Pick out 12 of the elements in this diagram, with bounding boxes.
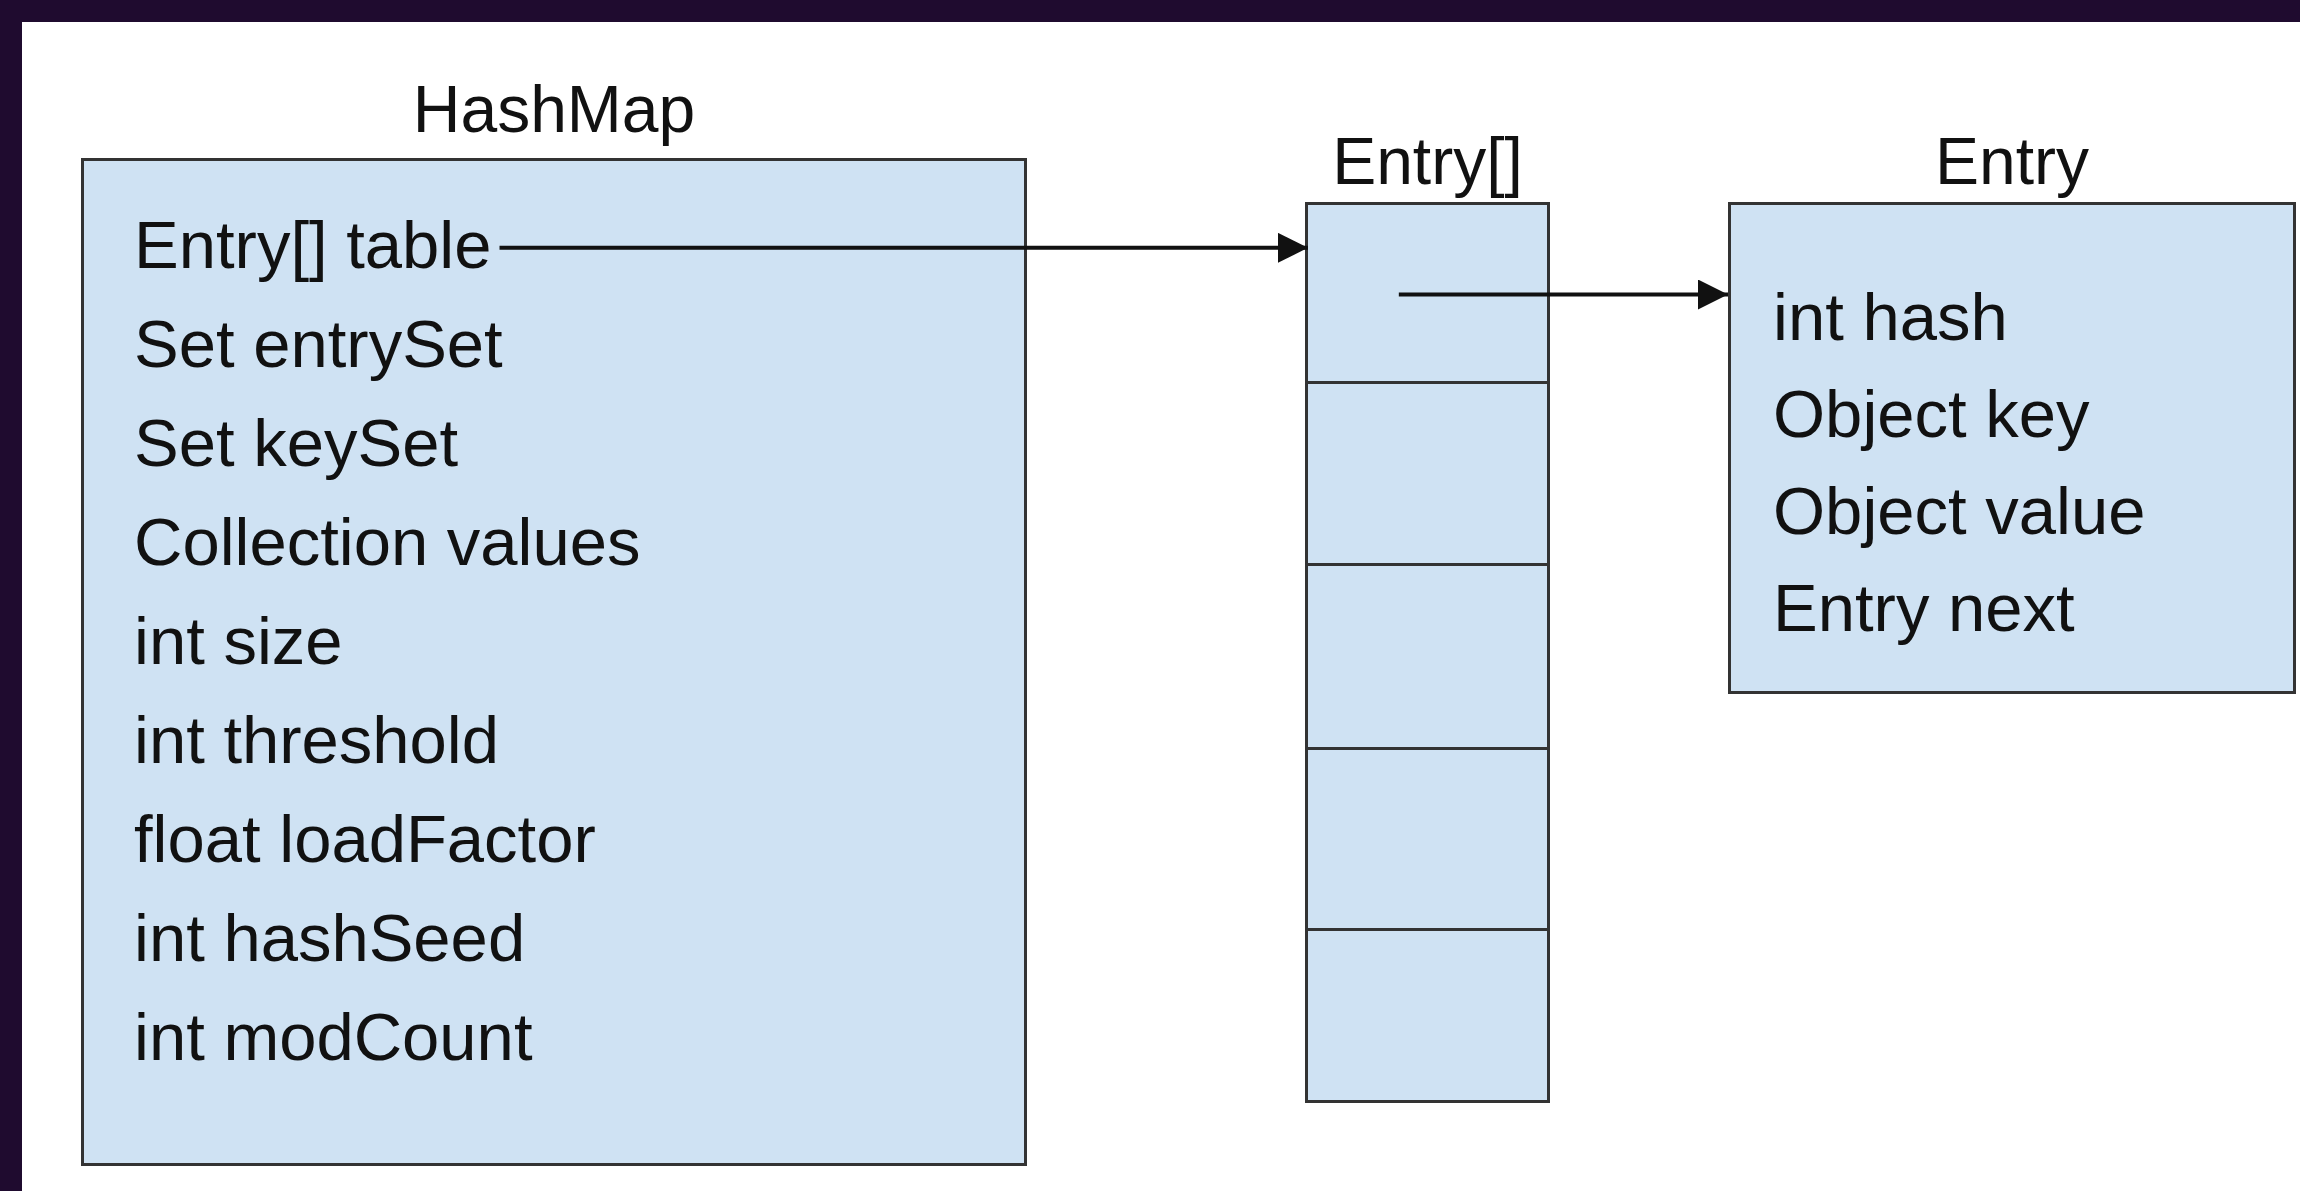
class-title: HashMap: [411, 71, 697, 147]
arrow: [1398, 279, 1728, 310]
field-text: float loadFactor: [134, 805, 596, 872]
field-text: int hashSeed: [134, 904, 526, 971]
field-text: int modCount: [134, 1003, 533, 1070]
class-title: Entry: [1933, 123, 2090, 199]
field-text: int threshold: [134, 706, 499, 773]
field-text: Collection values: [134, 508, 641, 575]
field-text: int size: [134, 607, 343, 674]
field-text: int hash: [1773, 283, 2008, 350]
array-title: Entry[]: [1331, 123, 1524, 199]
arrow: [499, 232, 1308, 263]
